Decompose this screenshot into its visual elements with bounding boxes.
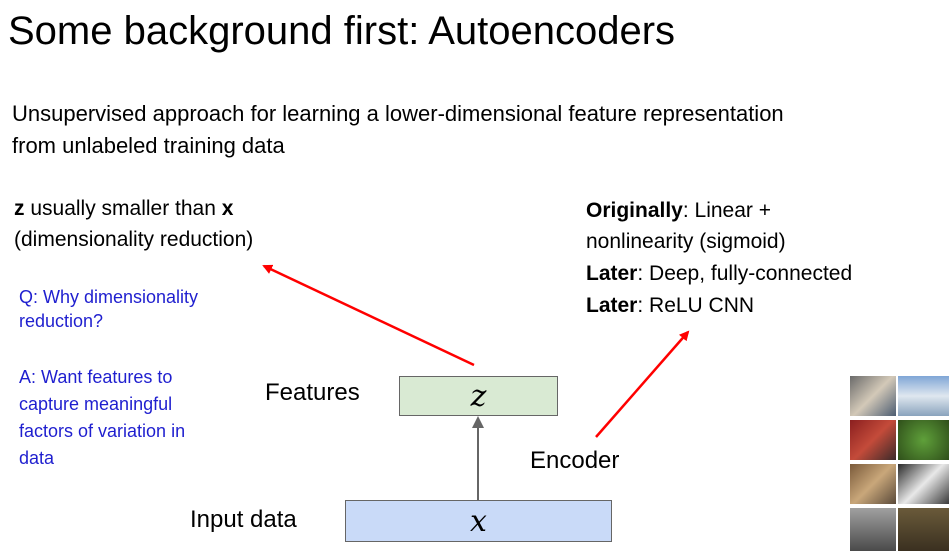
right-note-line-3: Later: Deep, fully-connected	[586, 258, 852, 289]
sample-thumb-frog	[898, 420, 949, 460]
later-bold-2: Later	[586, 294, 638, 317]
features-label: Features	[265, 379, 360, 406]
x-bold: x	[221, 197, 234, 220]
z-bold: z	[14, 197, 25, 220]
originally-bold: Originally	[586, 199, 683, 222]
sample-thumb-deer	[898, 508, 949, 551]
answer-line-3: factors of variation in	[19, 421, 186, 441]
z-symbol: z	[470, 378, 487, 414]
answer-line-4: data	[19, 448, 55, 468]
right-note-line-1: Originally: Linear +	[586, 195, 771, 226]
sample-thumb-horse	[898, 464, 949, 504]
right-note-text-4: : ReLU CNN	[637, 294, 755, 317]
encoder-to-note-arrow	[595, 330, 690, 438]
left-note-line-1: z usually smaller than x	[14, 193, 233, 224]
subtitle-line-2: from unlabeled training data	[12, 133, 285, 158]
sample-thumb-dog	[850, 464, 896, 504]
right-note-text-3: : Deep, fully-connected	[637, 262, 853, 285]
sample-thumb-plane	[898, 376, 949, 416]
encoder-label: Encoder	[530, 447, 620, 474]
sample-thumb-ship	[850, 508, 896, 551]
slide-title: Some background first: Autoencoders	[8, 9, 676, 53]
question-line-1: Q: Why dimensionality	[19, 287, 199, 307]
subtitle-line-1: Unsupervised approach for learning a low…	[12, 101, 784, 126]
sample-thumb-cat	[850, 376, 896, 416]
later-bold-1: Later	[586, 262, 638, 285]
x-input-box: x	[345, 500, 612, 542]
left-note-line-2: (dimensionality reduction)	[14, 228, 254, 251]
right-note-line-2: nonlinearity (sigmoid)	[586, 230, 786, 253]
left-note-text: usually smaller than	[24, 197, 222, 220]
input-data-label: Input data	[190, 506, 297, 533]
sample-thumb-car	[850, 420, 896, 460]
question-line-2: reduction?	[19, 311, 104, 331]
right-note-line-4: Later: ReLU CNN	[586, 290, 754, 321]
z-feature-box: z	[399, 376, 558, 416]
right-note-text-1: : Linear +	[682, 199, 772, 222]
answer-line-2: capture meaningful	[19, 394, 173, 414]
x-symbol: x	[470, 503, 487, 539]
z-to-note-arrow	[262, 264, 475, 367]
answer-line-1: A: Want features to	[19, 367, 173, 387]
